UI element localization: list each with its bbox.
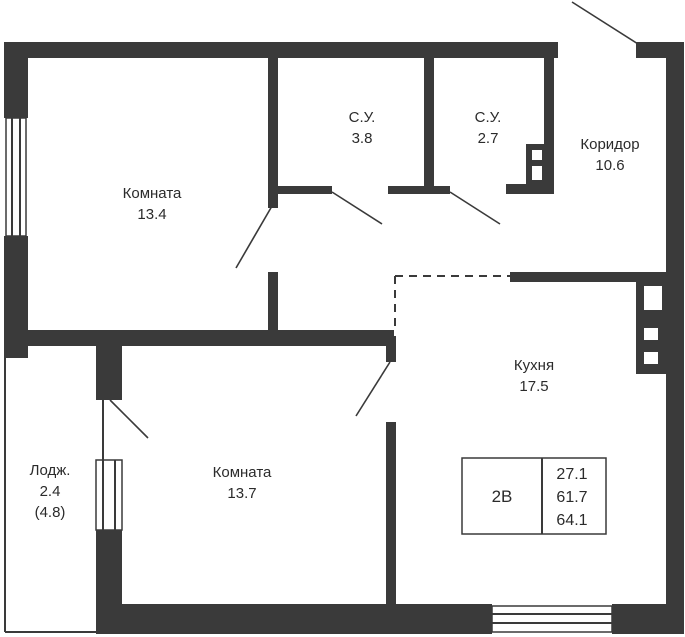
wc1-area: 3.8 [352, 130, 373, 147]
wall-wc2-niche-base [506, 184, 554, 194]
window-loggia-door [95, 459, 123, 531]
wall-wc2-niche [526, 144, 548, 186]
living-area: 27.1 [556, 466, 587, 483]
wall-left-upper [4, 42, 28, 118]
wall-wc-divider [424, 58, 434, 194]
door-loggia [109, 399, 149, 439]
info-box [461, 457, 607, 535]
wall-bottom-left [96, 604, 492, 634]
kitchen-area: 17.5 [519, 378, 548, 395]
corridor-name: Коридор [580, 136, 639, 153]
wc2-area: 2.7 [478, 130, 499, 147]
room2-name: Комната [213, 464, 272, 481]
loggia-name: Лодж. [30, 462, 71, 479]
wall-room2-right-lower [386, 422, 396, 606]
window-left [5, 117, 27, 237]
wall-kitchen-top [510, 272, 670, 282]
wall-wc1-bottom [268, 186, 332, 194]
wall-pier-loggia [96, 330, 122, 400]
door-wc2 [449, 191, 501, 225]
room1-name: Комната [123, 185, 182, 202]
wc1-name: С.У. [349, 109, 376, 126]
door-wc1 [331, 191, 383, 225]
wall-right [666, 42, 684, 634]
kitchen-name: Кухня [514, 357, 554, 374]
total-area-with-loggia: 64.1 [556, 512, 587, 529]
wall-room2-right-upper [386, 336, 396, 362]
wall-room2-left [96, 530, 122, 620]
room2-area: 13.7 [227, 485, 256, 502]
wall-room1-bottom [4, 330, 394, 346]
wall-wc2-bottom [388, 186, 450, 194]
door-room2 [355, 361, 391, 417]
wall-top [4, 42, 558, 58]
apartment-type: 2В [492, 487, 513, 506]
wall-room1-right-upper [268, 58, 278, 208]
corridor-area: 10.6 [595, 157, 624, 174]
wall-room1-right-lower [268, 272, 278, 332]
total-area: 61.7 [556, 489, 587, 506]
door-room1 [235, 205, 273, 269]
room1-area: 13.4 [137, 206, 166, 223]
window-bottom [491, 605, 613, 633]
wc2-name: С.У. [475, 109, 502, 126]
door-entrance [571, 1, 639, 45]
wall-bottom-right [612, 604, 684, 634]
loggia-area-full: (4.8) [35, 504, 66, 521]
wall-wc2-right [544, 58, 554, 194]
loggia-area: 2.4 [40, 483, 61, 500]
